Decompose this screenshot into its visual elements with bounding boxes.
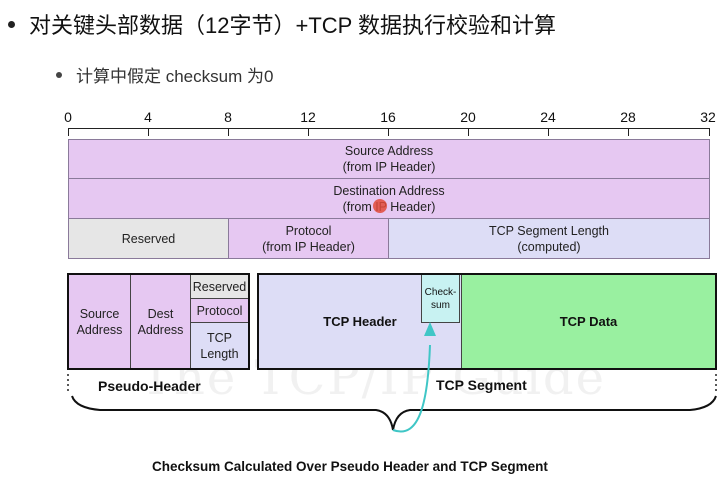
ruler-tick-label: 0: [64, 109, 72, 125]
bullet-main: 对关键头部数据（12字节）+TCP 数据执行校验和计算: [8, 8, 556, 40]
bullet-sub-text: 计算中假定 checksum 为0: [76, 67, 274, 86]
ruler-tick-label: 20: [460, 109, 476, 125]
pseudo-dest-address: Dest Address: [131, 275, 191, 368]
bullet-sub: 计算中假定 checksum 为0: [56, 62, 273, 87]
ruler-tick-label: 24: [540, 109, 556, 125]
tcp-segment-label: TCP Segment: [436, 377, 527, 393]
dotted-bracket-marks: [67, 374, 717, 392]
ruler-tick-label: 16: [380, 109, 396, 125]
pseudo-source-address: Source Address: [69, 275, 131, 368]
field-protocol: Protocol (from IP Header): [228, 218, 389, 259]
diagram-caption: Checksum Calculated Over Pseudo Header a…: [152, 459, 548, 474]
ruler-tick-label: 12: [300, 109, 316, 125]
pseudo-reserved: Reserved: [191, 275, 248, 299]
tcp-data-block: TCP Data: [462, 275, 715, 368]
ruler-tick-mark: [388, 128, 389, 136]
pseudo-header-label: Pseudo-Header: [98, 378, 201, 394]
tcp-segment-box: TCP Header Check- sum TCP Data: [257, 273, 717, 370]
ruler-tick-mark: [628, 128, 629, 136]
arrowhead-icon: [424, 322, 436, 336]
curly-brace: [71, 395, 717, 431]
bit-ruler: [68, 128, 710, 129]
ruler-tick-label: 8: [224, 109, 232, 125]
pointer-dot: [373, 199, 387, 213]
pseudo-tcp-length: TCP Length: [191, 323, 248, 368]
ruler-tick-mark: [148, 128, 149, 136]
ruler-tick-label: 28: [620, 109, 636, 125]
checksum-arrow: [392, 344, 431, 433]
ruler-tick-label: 4: [144, 109, 152, 125]
ruler-tick-mark: [548, 128, 549, 136]
ruler-tick-mark: [468, 128, 469, 136]
ruler-tick-mark: [709, 128, 710, 136]
pseudo-header-box: Source Address Dest Address Reserved Pro…: [67, 273, 250, 370]
ruler-tick-mark: [68, 128, 69, 136]
bullet-dot: [56, 71, 62, 78]
field-tcp-segment-length: TCP Segment Length (computed): [388, 218, 710, 259]
bullet-dot: [8, 20, 15, 28]
pseudo-protocol: Protocol: [191, 299, 248, 323]
ruler-tick-mark: [308, 128, 309, 136]
bullet-main-text: 对关键头部数据（12字节）+TCP 数据执行校验和计算: [29, 13, 557, 38]
ruler-tick-mark: [228, 128, 229, 136]
ruler-tick-label: 32: [700, 109, 716, 125]
checksum-field: Check- sum: [421, 275, 460, 323]
field-reserved: Reserved: [68, 218, 229, 259]
